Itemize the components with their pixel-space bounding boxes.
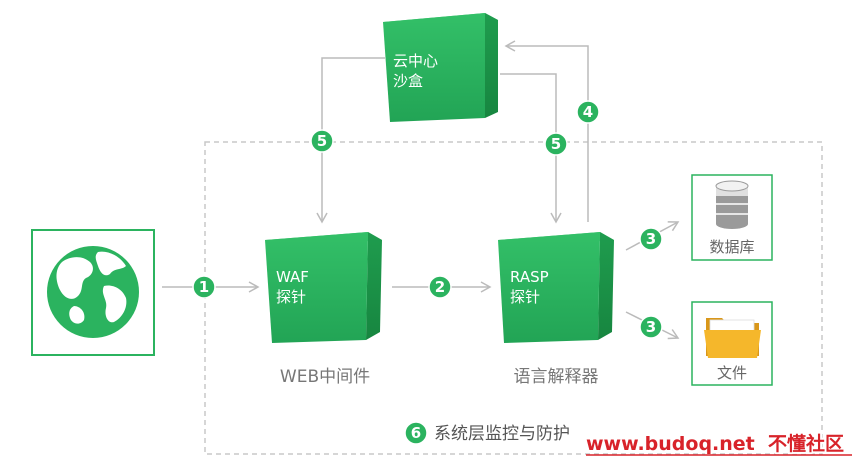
rasp-caption: 语言解释器 bbox=[514, 367, 599, 387]
step-badge-1: 1 bbox=[192, 275, 216, 299]
waf-probe-label-line1: WAF bbox=[276, 268, 309, 286]
step-badge-5-rasp: 5 bbox=[544, 132, 568, 156]
step-badge-6: 6 bbox=[411, 424, 421, 442]
svg-text:3: 3 bbox=[646, 318, 656, 336]
step-badge-3-database: 3 bbox=[639, 227, 663, 251]
svg-text:不懂社区: 不懂社区 bbox=[768, 432, 844, 455]
database-icon bbox=[715, 180, 749, 229]
cloud-sandbox-cube: 云中心 沙盒 bbox=[383, 13, 498, 122]
arrow-cloud-to-rasp bbox=[500, 73, 562, 224]
svg-text:3: 3 bbox=[646, 230, 656, 248]
file-caption: 文件 bbox=[717, 364, 747, 382]
svg-text:5: 5 bbox=[317, 132, 327, 150]
globe-icon bbox=[47, 246, 139, 338]
internet-node bbox=[31, 229, 155, 356]
waf-probe-cube: WAF 探针 bbox=[265, 232, 382, 343]
rasp-probe-cube: RASP 探针 bbox=[498, 232, 614, 343]
watermark-url: www.budoq.net bbox=[586, 433, 755, 455]
waf-probe-label-line2: 探针 bbox=[276, 288, 306, 306]
folder-icon bbox=[704, 318, 761, 358]
waf-caption: WEB中间件 bbox=[280, 367, 370, 387]
step-badge-5-waf: 5 bbox=[310, 129, 334, 153]
step-badge-4: 4 bbox=[576, 100, 600, 124]
database-caption: 数据库 bbox=[709, 238, 754, 256]
watermark-site: 不懂社区 bbox=[768, 432, 844, 455]
svg-text:1: 1 bbox=[199, 278, 209, 296]
watermark: www.budoq.net www.budoq.net 不懂社区 不懂社区 bbox=[584, 430, 852, 457]
rasp-probe-label-line2: 探针 bbox=[510, 288, 540, 306]
cloud-sandbox-label-line1: 云中心 bbox=[393, 52, 438, 70]
svg-text:www.budoq.net: www.budoq.net bbox=[586, 433, 755, 455]
rasp-probe-label-line1: RASP bbox=[510, 268, 549, 286]
cloud-sandbox-label-line2: 沙盒 bbox=[393, 72, 423, 90]
system-layer-label: 6 系统层监控与防护 bbox=[404, 421, 570, 445]
arrow-cloud-to-waf bbox=[316, 57, 385, 224]
svg-text:2: 2 bbox=[435, 278, 445, 296]
arrow-rasp-to-cloud bbox=[504, 40, 589, 222]
svg-text:4: 4 bbox=[583, 103, 593, 121]
system-layer-text: 系统层监控与防护 bbox=[434, 424, 570, 444]
step-badge-3-file: 3 bbox=[639, 315, 663, 339]
file-node: 文件 bbox=[691, 301, 773, 386]
database-node: 数据库 bbox=[691, 174, 773, 261]
step-badge-2: 2 bbox=[428, 275, 452, 299]
svg-text:5: 5 bbox=[551, 135, 561, 153]
